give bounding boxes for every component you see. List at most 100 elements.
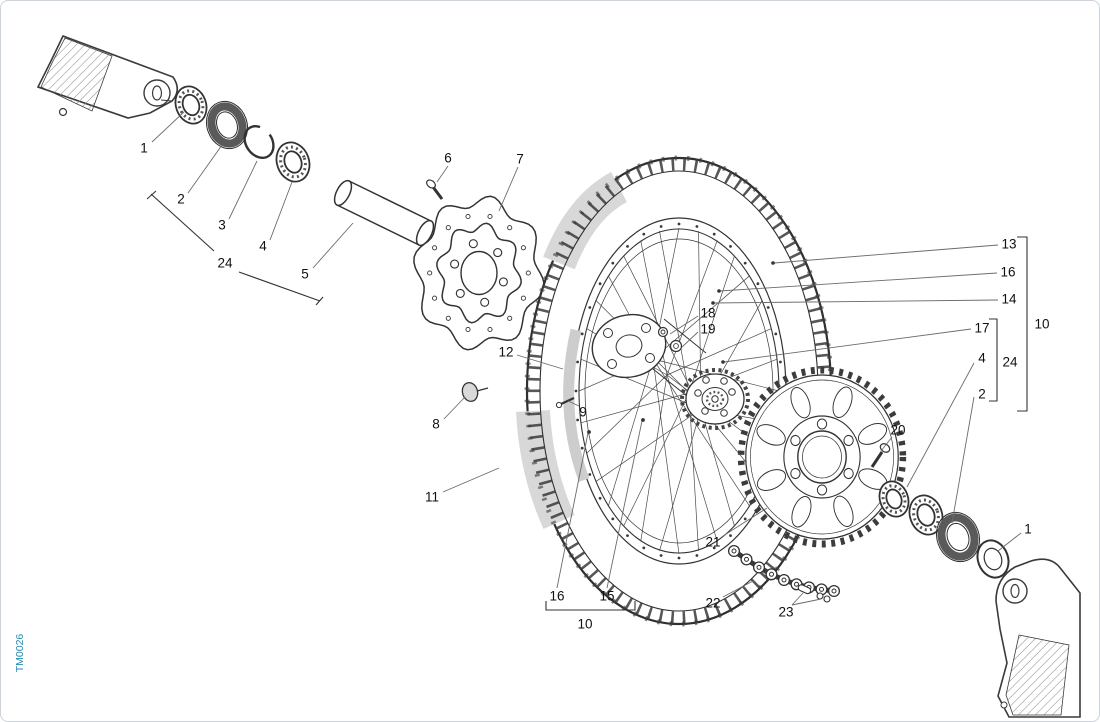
part-label-8: 8 — [432, 417, 440, 432]
washer-19 — [669, 339, 683, 353]
rim-outer — [571, 217, 787, 565]
part-label-14: 14 — [1001, 292, 1017, 307]
bracket-24-left — [238, 271, 321, 302]
leader-line — [951, 396, 975, 524]
part-label-22: 22 — [705, 596, 720, 611]
bearing-right-2 — [908, 494, 944, 536]
part-label-20: 20 — [890, 423, 905, 438]
part-label-24-left: 24 — [217, 256, 233, 271]
chain-link-23 — [797, 584, 831, 603]
leader-line — [669, 315, 699, 335]
leader-line — [880, 436, 893, 452]
sprocket-carrier-17 — [680, 368, 750, 430]
part-label-16-bottom: 16 — [549, 589, 564, 604]
bolt-6 — [426, 179, 444, 200]
bracket-tick — [315, 296, 324, 306]
leader-line — [151, 111, 185, 143]
leader-line — [498, 166, 519, 212]
drawing-code: TM0026 — [14, 634, 26, 673]
leader-line — [269, 181, 293, 241]
rear-sprocket-21 — [737, 366, 907, 548]
part-label-12: 12 — [498, 345, 513, 360]
leader-line — [906, 362, 975, 488]
leader-line — [228, 160, 258, 220]
part-label-2-left: 2 — [177, 192, 185, 207]
part-label-5: 5 — [301, 267, 309, 282]
part-label-11: 11 — [425, 490, 439, 505]
bracket-10-bottom — [545, 601, 636, 611]
part-label-1-left: 1 — [140, 141, 148, 156]
bearing-4-right — [878, 480, 910, 518]
leader-line — [791, 598, 822, 606]
leader-line — [713, 299, 999, 304]
seal-2 — [205, 100, 249, 150]
part-label-17: 17 — [974, 321, 989, 336]
leader-line — [791, 592, 804, 606]
nut-18 — [657, 326, 669, 338]
group-brackets — [146, 190, 1028, 611]
plug-8 — [461, 381, 489, 403]
leader-lines — [151, 111, 1022, 606]
bracket-24-left — [150, 193, 215, 252]
axle-spacer-5 — [333, 179, 435, 247]
leader-line — [606, 420, 643, 589]
leader-target-dot — [587, 430, 591, 434]
brake-disc-7 — [413, 195, 545, 351]
leader-target-dot — [721, 360, 725, 364]
part-labels: 1 2 3 4 24 5 6 7 13 16 14 10 17 4 24 2 1… — [140, 141, 1049, 632]
leader-line — [442, 467, 500, 493]
rim-band-12 — [563, 328, 590, 482]
part-label-2-right: 2 — [978, 387, 986, 402]
part-label-10-right: 10 — [1034, 317, 1049, 332]
drive-chain-22 — [727, 544, 841, 598]
part-label-10-bottom: 10 — [577, 617, 592, 632]
leader-line — [723, 328, 972, 363]
bracket-tick — [146, 190, 157, 200]
rear-wheel — [516, 155, 834, 627]
part-label-6: 6 — [444, 151, 452, 166]
bearing-1 — [174, 85, 208, 125]
washer-1-right — [976, 539, 1010, 579]
part-label-1-right: 1 — [1024, 522, 1032, 537]
bearing-4 — [275, 141, 311, 183]
seal-2-right — [935, 511, 981, 563]
part-label-21: 21 — [705, 535, 720, 550]
part-label-3: 3 — [218, 218, 226, 233]
leader-line — [722, 507, 768, 537]
tire-shaded-segment-lower — [516, 410, 575, 529]
leader-target-dot — [771, 261, 775, 265]
bracket-24-right — [989, 318, 998, 402]
leader-line — [443, 396, 466, 420]
leader-line — [187, 144, 223, 194]
spoke-nipple-9 — [555, 397, 575, 409]
bolt-20 — [870, 443, 891, 468]
swingarm-left — [36, 34, 179, 119]
part-label-7: 7 — [516, 152, 524, 167]
part-label-4-left: 4 — [259, 239, 267, 254]
leader-line — [997, 532, 1022, 552]
part-label-23: 23 — [778, 605, 793, 620]
leader-line — [556, 432, 589, 589]
part-label-9: 9 — [579, 405, 587, 420]
part-label-15: 15 — [599, 589, 614, 604]
hub-assembly — [591, 313, 750, 430]
leader-line — [773, 244, 999, 264]
leader-line — [722, 580, 754, 598]
leader-line — [719, 272, 998, 292]
leader-target-dot — [711, 301, 715, 305]
leader-target-dot — [641, 418, 645, 422]
leader-target-dot — [717, 289, 721, 293]
leader-line — [312, 222, 354, 269]
part-label-19: 19 — [700, 322, 715, 337]
bracket-10-right — [1017, 236, 1028, 412]
leader-line — [567, 400, 580, 407]
leader-line — [516, 354, 564, 370]
part-label-18: 18 — [700, 306, 715, 321]
part-label-16-right: 16 — [1000, 265, 1015, 280]
swingarm-right — [995, 558, 1081, 718]
leader-line — [436, 165, 449, 183]
circlip-3 — [243, 125, 275, 159]
leader-line — [681, 331, 699, 348]
